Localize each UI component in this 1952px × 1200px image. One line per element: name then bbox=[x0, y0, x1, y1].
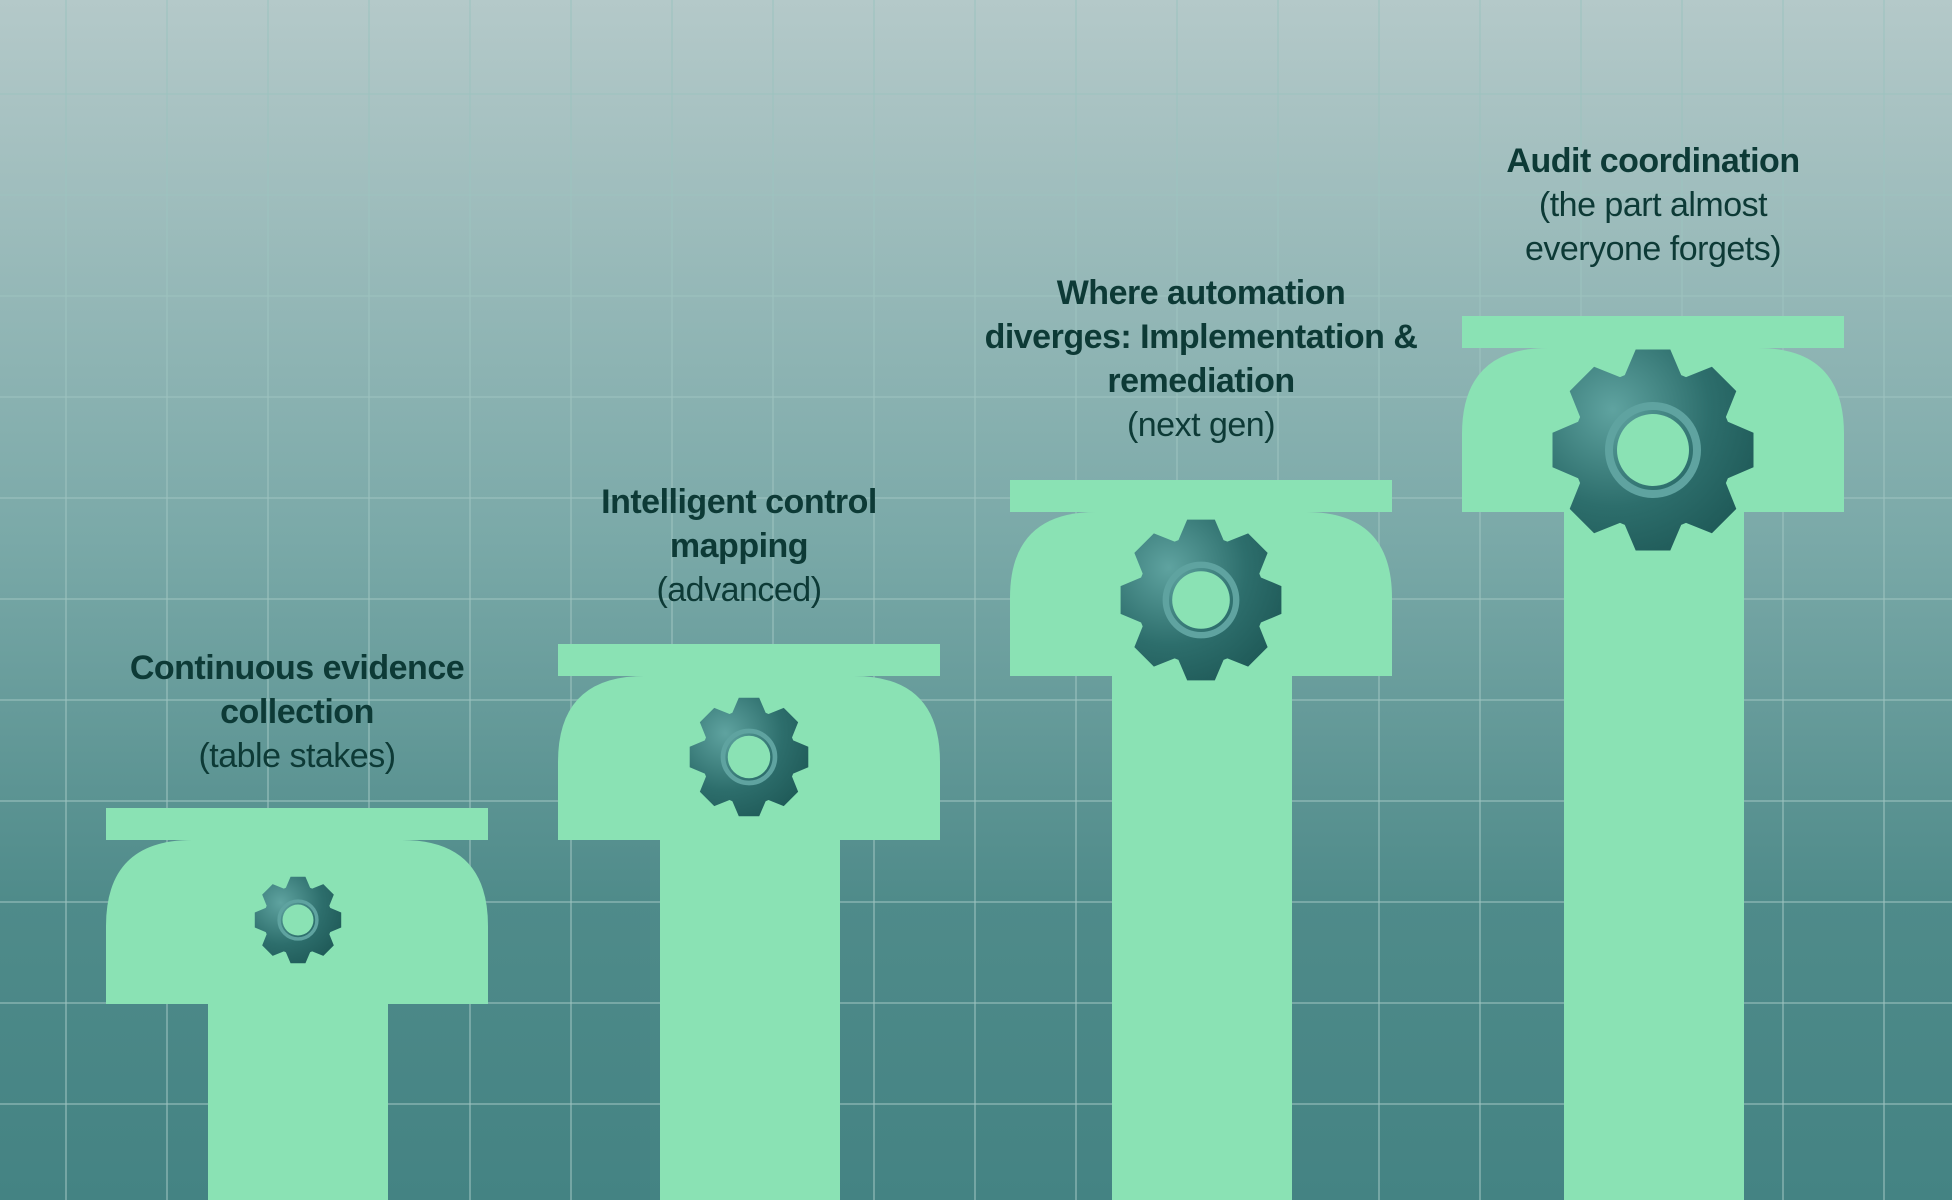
pillar-title: Where automation diverges: Implementatio… bbox=[984, 274, 1418, 400]
pillar-1 bbox=[106, 808, 488, 1200]
pillar-title: Intelligent control mapping bbox=[601, 483, 877, 565]
pillar-subtitle: (table stakes) bbox=[198, 737, 396, 775]
pillar-3 bbox=[1010, 480, 1392, 1200]
gear-icon bbox=[1120, 519, 1282, 681]
pillar-label-4: Audit coordination (the part almost ever… bbox=[1423, 139, 1883, 271]
gear-icon bbox=[1552, 349, 1754, 551]
pillar-subtitle: (the part almost everyone forgets) bbox=[1524, 186, 1782, 268]
pillar-subtitle: (advanced) bbox=[656, 571, 822, 609]
pillar-title: Continuous evidence collection bbox=[129, 649, 465, 731]
pillar-label-2: Intelligent control mapping (advanced) bbox=[519, 480, 959, 612]
pillar-title: Audit coordination bbox=[1506, 142, 1800, 180]
pillar-label-1: Continuous evidence collection (table st… bbox=[67, 646, 527, 778]
pillar-subtitle: (next gen) bbox=[1126, 406, 1276, 444]
pillar-label-3: Where automation diverges: Implementatio… bbox=[961, 271, 1441, 447]
gear-icon bbox=[254, 876, 342, 964]
gear-icon bbox=[689, 697, 809, 817]
